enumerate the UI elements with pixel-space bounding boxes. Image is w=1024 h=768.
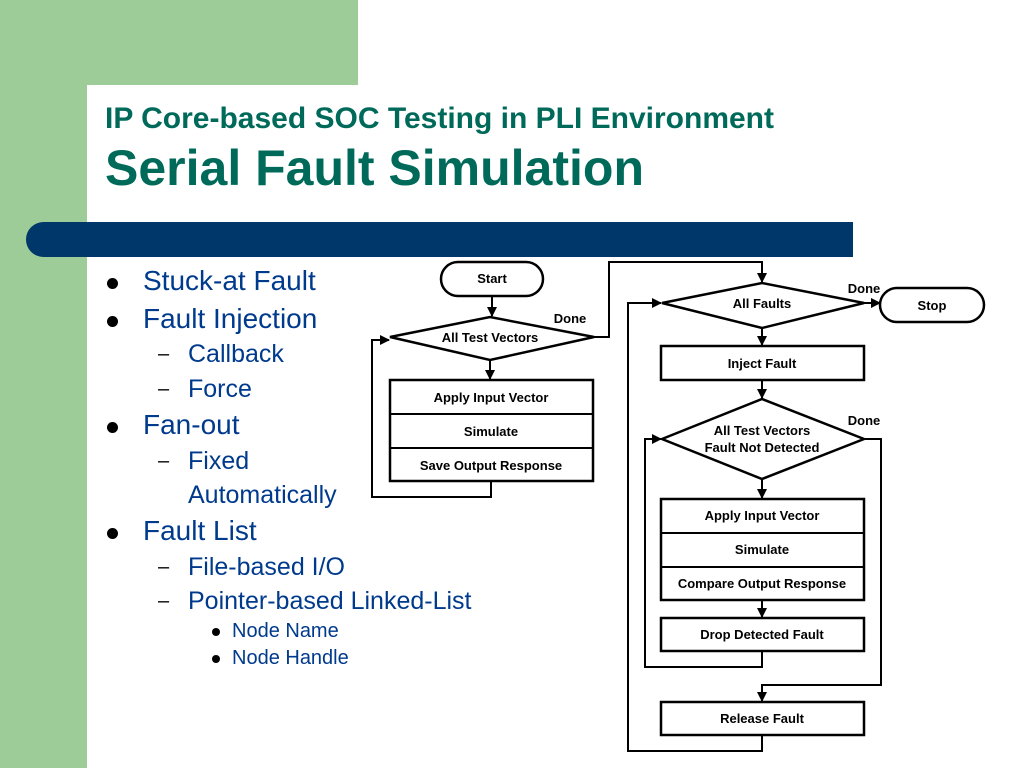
bullet-item: Fan-out [143, 409, 240, 440]
slide-title-line2: Serial Fault Simulation [105, 140, 644, 196]
bullet-dot [107, 422, 118, 433]
sub-bullet-dash: – [158, 343, 170, 365]
step-drop-detected-fault: Drop Detected Fault [700, 627, 824, 642]
step-apply-input-vector: Apply Input Vector [434, 390, 549, 405]
sub-bullet-dash: – [158, 450, 170, 472]
process-inject-fault [659, 344, 866, 382]
step-compare-output-response: Compare Output Response [678, 576, 846, 591]
done-label: Done [554, 311, 587, 326]
sub-bullet-item: Fixed [188, 447, 250, 475]
done-connector [594, 261, 767, 338]
stop-terminal [878, 286, 986, 324]
process-block [659, 497, 866, 602]
decision-label-line1: All Test Vectors [714, 423, 811, 438]
sub-bullet-dash: – [158, 556, 170, 578]
sub-sub-bullet-dot [212, 628, 220, 636]
process-block [388, 378, 595, 483]
bullet-item: Fault List [143, 515, 257, 546]
bullet-dot [107, 278, 118, 289]
done-label: Done [848, 281, 881, 296]
start-label: Start [477, 271, 507, 286]
inner-done-connector [757, 438, 882, 702]
left-flow: Start All Test Vectors Done Apply Input … [371, 260, 767, 498]
decision-label-line2: Fault Not Detected [705, 440, 820, 455]
step-save-output-response: Save Output Response [420, 458, 562, 473]
step-simulate: Simulate [735, 542, 789, 557]
bullet-dot [107, 316, 118, 327]
decision-label: All Faults [733, 296, 792, 311]
step-apply-input-vector: Apply Input Vector [705, 508, 820, 523]
done-label: Done [848, 413, 881, 428]
right-flow: All Faults Done Stop Inject Fault All Te… [627, 281, 986, 752]
sub-bullet-item: Callback [188, 340, 284, 368]
step-release-fault: Release Fault [720, 711, 804, 726]
decision-label: All Test Vectors [442, 330, 539, 345]
bullet-item: Stuck-at Fault [143, 265, 316, 296]
step-inject-fault: Inject Fault [728, 356, 797, 371]
title-divider-band [26, 222, 853, 257]
sub-bullet-item: Force [188, 375, 252, 403]
stop-label: Stop [918, 298, 947, 313]
bullet-dot [107, 528, 118, 539]
process-drop-detected-fault [659, 616, 866, 653]
outer-loop-back-connector [627, 298, 763, 752]
sub-bullet-item: File-based I/O [188, 553, 346, 581]
sub-bullet-dash: – [158, 590, 170, 612]
sub-bullet-dash: – [158, 378, 170, 400]
bullet-item: Fault Injection [143, 303, 318, 334]
loop-back-connector [371, 335, 492, 498]
background-green-sidebar [0, 0, 87, 768]
sub-bullet-item-continuation: Automatically [188, 481, 337, 509]
slide-title-line1: IP Core-based SOC Testing in PLI Environ… [105, 102, 774, 135]
inner-loop-back-connector [644, 434, 763, 668]
sub-sub-bullet-dot [212, 655, 220, 663]
process-release-fault [659, 700, 866, 737]
sub-sub-bullet-item: Node Handle [232, 647, 349, 669]
decision-all-test-vectors-fault-not-detected [658, 397, 868, 481]
sub-bullet-item: Pointer-based Linked-List [188, 587, 472, 615]
step-simulate: Simulate [464, 424, 518, 439]
sub-sub-bullet-item: Node Name [232, 620, 339, 642]
